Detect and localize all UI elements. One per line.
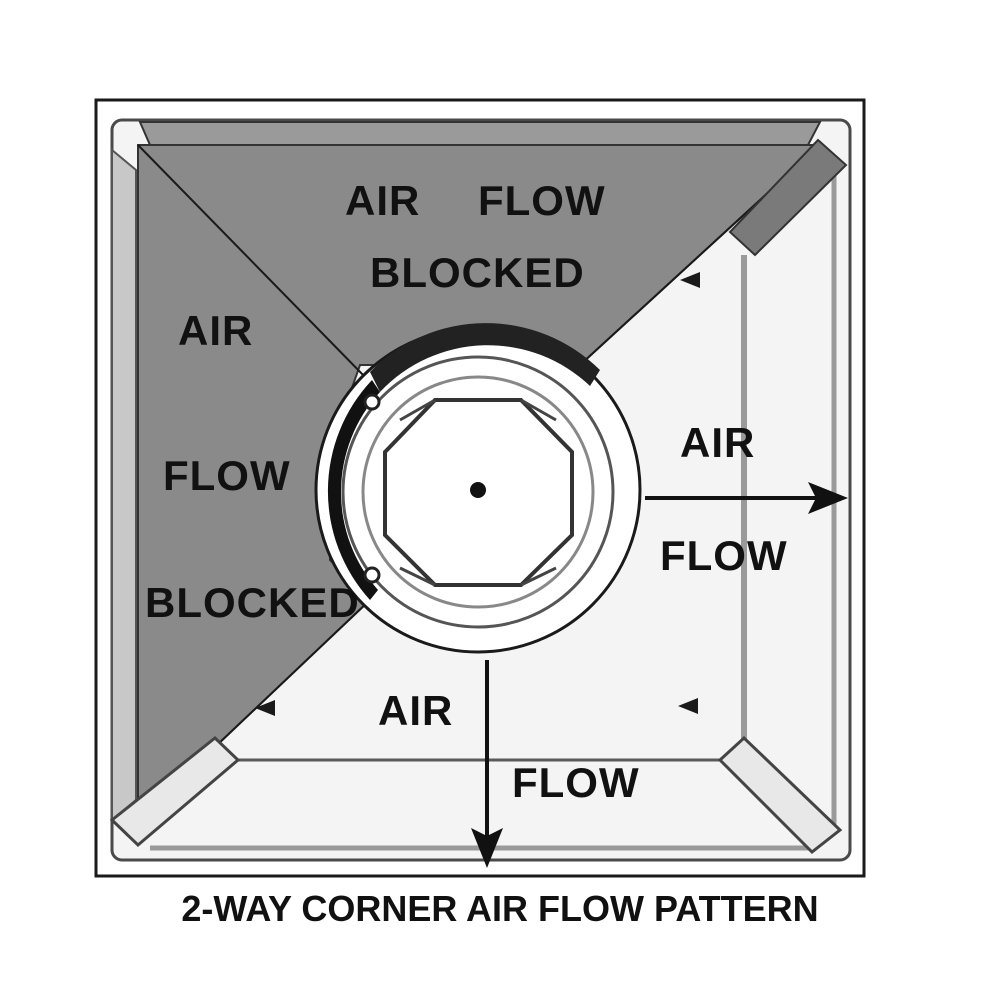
corner-block-bottom-left [109,736,241,848]
label-top-blocked: BLOCKED [370,249,585,296]
label-bottom-flow: FLOW [512,759,640,806]
diffuser-inner-ring [341,355,615,629]
arrow-mark-bottom-left [255,700,275,716]
arrow-mark-right-lower [678,698,698,714]
diagram-caption: 2-WAY CORNER AIR FLOW PATTERN [181,888,819,929]
label-bottom-air: AIR [378,687,454,734]
label-right-flow: FLOW [660,532,788,579]
diffuser-screw-bottom [363,566,381,584]
diffuser-center-dot [470,482,486,498]
label-left-flow: FLOW [163,452,291,499]
diffuser-top-shadow [370,323,600,392]
diffuser-screw-top [363,393,381,411]
diffuser-spoke-2 [520,398,557,422]
arrow-mark-right-upper [680,272,700,288]
top-frame-bar [138,121,822,146]
label-top-flow: FLOW [478,177,606,224]
label-top-air: AIR [345,177,421,224]
label-left-air: AIR [178,307,254,354]
diffuser-spoke-1 [399,398,436,422]
corner-block-bottom-right [717,735,843,855]
corner-block-top-right [728,138,848,257]
left-frame-bar [111,147,137,823]
label-right-air: AIR [680,419,756,466]
air-flow-arrow-down-head [471,828,503,868]
diffuser-spoke-4 [520,566,557,587]
diffuser-spoke-3 [399,566,436,587]
label-left-blocked: BLOCKED [145,579,360,626]
air-flow-arrow-right-head [808,482,848,514]
diagonal-top-left [137,144,369,381]
diffuser-inner-ring-2 [361,375,595,609]
diffuser-shadow [327,380,380,600]
